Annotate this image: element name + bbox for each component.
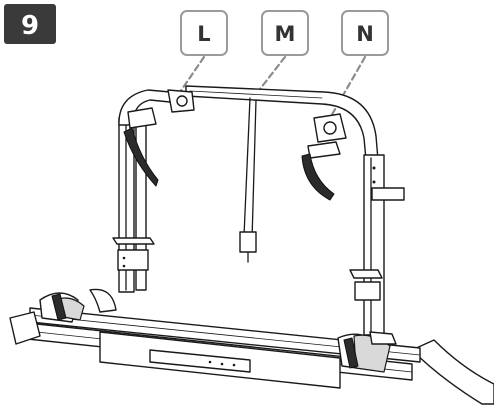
frame-clamp-l [123,89,195,187]
callout-m-label: M [275,22,296,46]
strap-right [301,153,335,201]
frame-clamp-n [301,113,347,201]
callout-m-box [261,10,309,56]
leader-line-n [328,55,367,120]
step-badge: 9 [4,4,56,44]
support-pipe [411,339,494,405]
callout-n-box [341,10,389,56]
wheel-holder-right [337,331,397,373]
callout-l: L [180,10,228,56]
left-clamp-bracket [112,237,155,245]
strap-left [123,127,159,187]
callout-l-box [180,10,228,56]
callout-l-label: L [197,22,210,46]
rail-end-cap [9,311,41,345]
step-number: 9 [21,11,39,41]
hanging-cable-m [239,97,257,263]
callout-n: N [341,10,389,56]
callout-n-label: N [356,22,374,46]
wheel-holder-left [39,288,117,323]
callout-m: M [261,10,309,56]
leader-line-l [176,55,206,97]
right-clamp-bracket [371,187,405,201]
step-badge-background [4,4,56,44]
right-upright [349,154,405,336]
